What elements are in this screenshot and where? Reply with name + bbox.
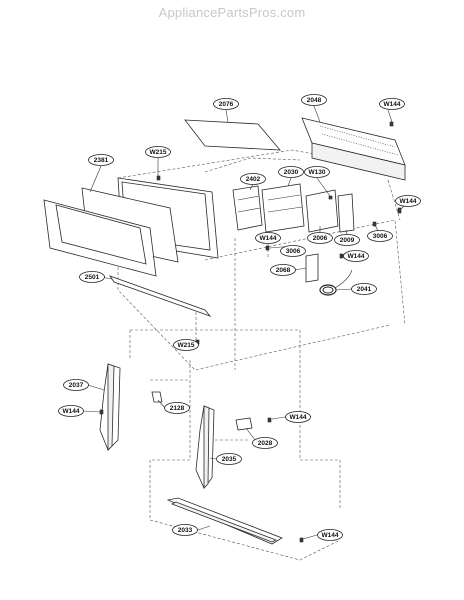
callout-label: W215 — [178, 342, 195, 349]
callout-2028: 2028 — [252, 437, 278, 449]
callout-w144-d: W144 — [343, 250, 369, 262]
callout-2033: 2033 — [172, 524, 198, 536]
part-2037-side-bracket — [83, 363, 121, 451]
callout-label: 2501 — [85, 274, 100, 281]
callout-2041: 2041 — [351, 283, 377, 295]
callout-label: W144 — [384, 101, 401, 108]
callout-2035: 2035 — [216, 453, 242, 465]
callout-label: 2009 — [340, 237, 355, 244]
part-2006-board — [305, 189, 339, 233]
callout-label: 2128 — [170, 405, 185, 412]
part-2076-plate — [184, 109, 281, 151]
part-2402-holder — [232, 183, 263, 231]
callout-2048: 2048 — [301, 94, 327, 106]
callout-2009: 2009 — [334, 234, 360, 246]
callout-label: 2037 — [69, 382, 84, 389]
part-2041-harness — [319, 269, 353, 296]
callout-2501: 2501 — [79, 271, 105, 283]
part-2030-holder — [261, 177, 305, 233]
callout-3006-b: 3006 — [280, 245, 306, 257]
callout-label: W144 — [400, 198, 417, 205]
callout-w144-c: W144 — [255, 232, 281, 244]
callout-2068: 2068 — [270, 264, 296, 276]
part-2033-rail — [166, 497, 318, 545]
part-2048-vent-bracket — [301, 105, 406, 181]
callout-label: 2035 — [222, 456, 237, 463]
callout-label: W144 — [260, 235, 277, 242]
callout-label: 2028 — [258, 440, 273, 447]
part-2381-control-panel — [43, 158, 219, 277]
callout-2128: 2128 — [164, 402, 190, 414]
callout-label: 2033 — [178, 527, 193, 534]
part-2501-trim — [100, 275, 212, 317]
callout-label: 2402 — [246, 176, 261, 183]
part-2068-connector — [294, 253, 319, 283]
callout-2076: 2076 — [213, 98, 239, 110]
callout-label: 3006 — [373, 233, 388, 240]
part-2128-clip — [151, 391, 166, 409]
callout-label: 2041 — [357, 286, 372, 293]
callout-label: W144 — [322, 532, 339, 539]
callout-label: 2030 — [284, 169, 299, 176]
callout-2006: 2006 — [307, 232, 333, 244]
callout-2037: 2037 — [63, 379, 89, 391]
callout-2402: 2402 — [240, 173, 266, 185]
callout-label: 2006 — [313, 235, 328, 242]
callout-w144-e: W144 — [58, 405, 84, 417]
callout-label: W130 — [309, 169, 326, 176]
callout-w144-a: W144 — [379, 98, 405, 110]
callout-w215-b: W215 — [173, 339, 199, 351]
callout-label: 2068 — [276, 267, 291, 274]
callout-label: 2381 — [94, 157, 109, 164]
callout-2030: 2030 — [278, 166, 304, 178]
part-2035-side-bracket — [195, 405, 217, 489]
callout-label: 2076 — [219, 101, 234, 108]
callout-label: W144 — [290, 414, 307, 421]
callout-label: W144 — [348, 253, 365, 260]
callout-label: 3006 — [286, 248, 301, 255]
watermark: AppliancePartsPros.com — [158, 5, 306, 20]
callout-label: W144 — [63, 408, 80, 415]
callout-2381: 2381 — [88, 154, 114, 166]
callout-w130: W130 — [304, 166, 330, 178]
callout-3006-a: 3006 — [367, 230, 393, 242]
callout-w144-f: W144 — [285, 411, 311, 423]
callout-label: 2048 — [307, 97, 322, 104]
callout-w215-a: W215 — [145, 146, 171, 158]
callout-label: W215 — [150, 149, 167, 156]
callout-w144-b: W144 — [395, 195, 421, 207]
part-2028-bracket — [235, 416, 286, 441]
part-2009-board — [316, 177, 355, 235]
callout-w144-g: W144 — [317, 529, 343, 541]
